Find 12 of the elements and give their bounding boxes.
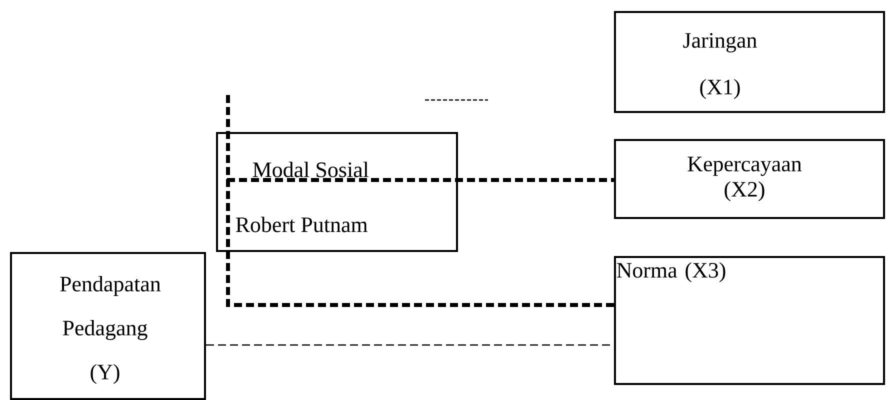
box-text: Modal Sosial [252, 162, 369, 178]
box [614, 139, 886, 219]
box-text: Robert Putnam [236, 216, 368, 232]
box-text: Kepercayaan (X2) [688, 156, 802, 202]
box-text: Jaringan (X1) [683, 33, 757, 99]
box [614, 11, 886, 113]
box [614, 256, 886, 385]
box-text: Pendapatan Pedagang (Y) [60, 276, 161, 384]
box [10, 252, 206, 400]
connector-line [226, 95, 614, 307]
box-text: Norma (X3) [616, 262, 726, 282]
box [216, 132, 458, 252]
